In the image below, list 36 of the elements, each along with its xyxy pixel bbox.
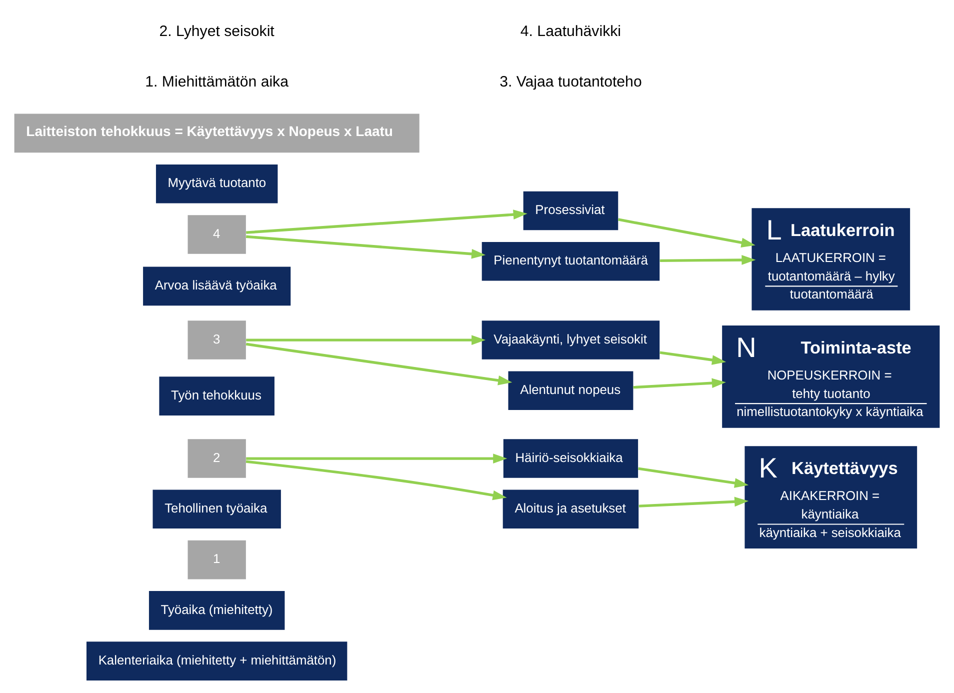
node-box: Vajaakäynti, lyhyet seisokit xyxy=(482,320,660,360)
node-box: Prosessiviat xyxy=(523,191,618,230)
node-box: N Toiminta-aste NOPEUSKERROIN = tehty tuotanto nimellistuotantokyky x käyntiaika xyxy=(722,326,940,428)
node-box: 4 xyxy=(188,215,246,254)
node-box: Aloitus ja asetukset xyxy=(502,490,639,529)
node-box: Arvoa lisäävä työaika xyxy=(143,266,291,306)
node-box: Laitteiston tehokkuus = Käytettävyys x Nopeus x Laatu xyxy=(14,114,420,153)
arrow xyxy=(638,496,749,508)
arrow xyxy=(638,467,749,488)
label: 1. Miehittämätön aika xyxy=(145,74,288,91)
arrow xyxy=(246,235,486,259)
label: 2. Lyhyet seisokit xyxy=(159,22,274,40)
arrow xyxy=(660,351,726,365)
arrow xyxy=(660,255,756,265)
arrow xyxy=(633,378,726,389)
node-box: 2 xyxy=(188,439,246,478)
node-box: 1 xyxy=(188,540,246,580)
node-box: Kalenteriaika (miehitetty + miehittämätön) xyxy=(86,642,348,680)
node-box: Alentunut nopeus xyxy=(508,371,634,410)
label: 4. Laatuhävikki xyxy=(520,22,622,40)
node-box: K Käytettävyys AIKAKERROIN = käyntiaika käyntiaika + seisokkiaika xyxy=(744,446,918,548)
arrow xyxy=(246,210,528,234)
node-box: Häiriö-seisokkiaika xyxy=(503,439,638,478)
node-box: Pienentynyt tuotantomäärä xyxy=(482,242,660,281)
node-box: Tehollinen työaika xyxy=(152,490,281,529)
arrow xyxy=(246,342,512,386)
label: 3. Vajaa tuotantoteho xyxy=(500,74,642,91)
node-box: Työn tehokkuus xyxy=(159,376,274,416)
arrow xyxy=(246,335,486,345)
node-box: 3 xyxy=(188,320,246,360)
node-box: Työaika (miehitetty) xyxy=(148,591,285,630)
arrow xyxy=(246,460,507,500)
node-box: Myytävä tuotanto xyxy=(156,164,278,204)
arrow xyxy=(618,218,756,248)
node-box: L Laatukerroin LAATUKERROIN = tuotantomäärä – hylky tuotantomäärä xyxy=(752,208,910,310)
arrow xyxy=(246,454,508,464)
